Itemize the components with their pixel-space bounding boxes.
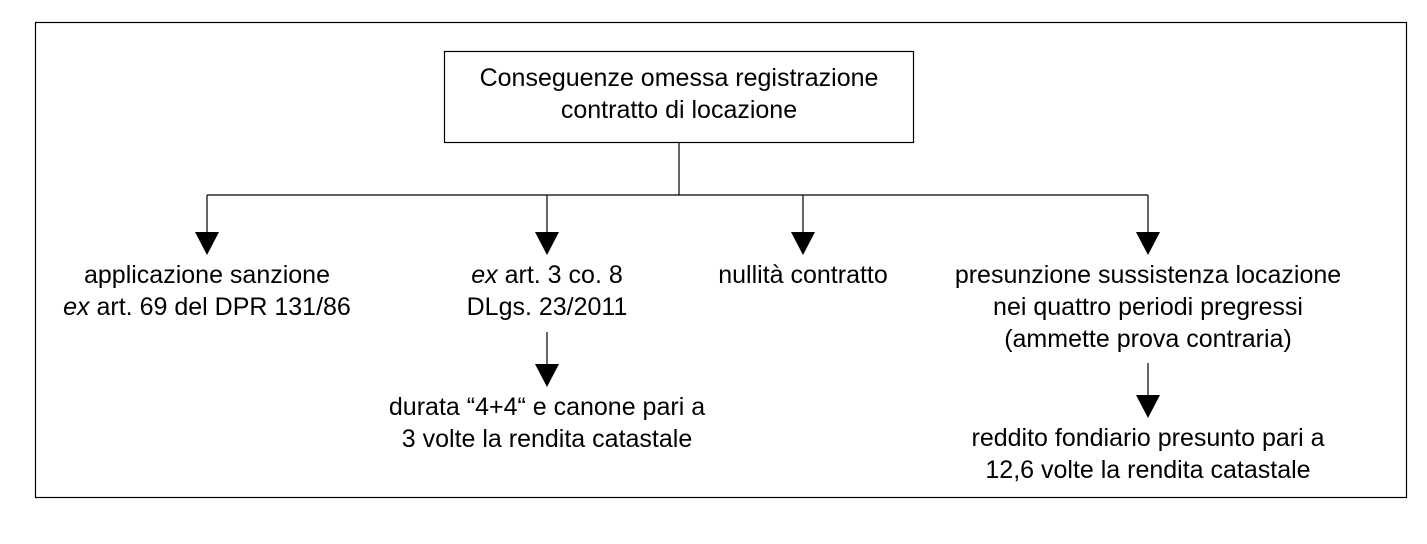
branch-1-line-1: applicazione sanzione	[83, 261, 330, 289]
branch-1-line-2: ex art. 69 del DPR 131/86	[63, 291, 351, 323]
branch-2-child-label: durata “4+4“ e canone pari a 3 volte la …	[389, 391, 705, 455]
branch-4-arrowhead	[1136, 232, 1160, 255]
branch-4-child-line-1: reddito fondiario presunto pari a	[971, 424, 1325, 452]
branch-4-child-arrowhead	[1136, 395, 1160, 418]
branch-4-line-2: nei quattro periodi pregressi	[993, 293, 1303, 321]
branch-1-arrowhead	[195, 232, 219, 255]
branch-1-line-2-italic: ex	[63, 293, 90, 321]
root-label: Conseguenze omessa registrazione contrat…	[480, 62, 879, 126]
branch-4-line-1: presunzione sussistenza locazione	[954, 261, 1342, 289]
branch-1-label: applicazione sanzione ex art. 69 del DPR…	[63, 259, 351, 323]
branch-2-child-line-2: 3 volte la rendita catastale	[401, 425, 693, 453]
branch-4-child-label: reddito fondiario presunto pari a 12,6 v…	[971, 422, 1324, 486]
branch-4-label: presunzione sussistenza locazione nei qu…	[955, 259, 1341, 355]
outer-border	[34, 21, 1408, 499]
branch-2-line-2: DLgs. 23/2011	[466, 293, 628, 321]
branch-2-line-1-rest: art. 3 co. 8	[497, 261, 623, 289]
branch-2-arrowhead	[535, 232, 559, 255]
branch-2-child-arrowhead	[535, 364, 559, 387]
branch-3-arrowhead	[791, 232, 815, 255]
branch-2-child-line-1: durata “4+4“ e canone pari a	[388, 393, 706, 421]
branch-4-line-3: (ammette prova contraria)	[1004, 325, 1292, 353]
root-box	[443, 50, 915, 144]
root-label-line-1: Conseguenze omessa registrazione	[479, 64, 879, 92]
branch-2-line-1-italic: ex	[471, 261, 498, 289]
branch-2-label: ex art. 3 co. 8 DLgs. 23/2011	[467, 259, 628, 323]
root-label-line-2: contratto di locazione	[560, 96, 798, 124]
branch-4-child-line-2: 12,6 volte la rendita catastale	[985, 456, 1311, 484]
branch-3-label: nullità contratto	[718, 259, 888, 291]
branch-2-line-1: ex art. 3 co. 8	[467, 259, 628, 291]
branch-1-line-2-rest: art. 69 del DPR 131/86	[89, 293, 351, 321]
branch-3-line-1: nullità contratto	[718, 261, 888, 289]
